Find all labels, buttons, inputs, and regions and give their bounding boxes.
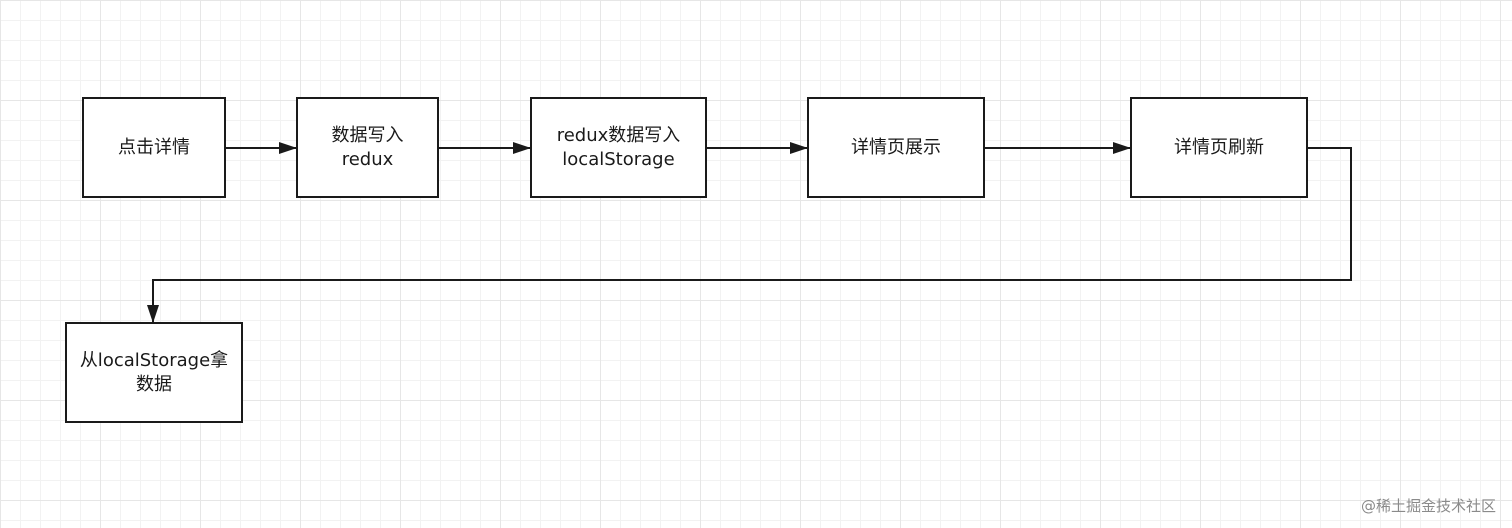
node-label: 数据写入 redux — [331, 124, 404, 170]
node-detail-refresh[interactable]: 详情页刷新 — [1130, 97, 1308, 198]
node-label: 从localStorage拿 数据 — [79, 349, 229, 395]
node-redux-to-localstorage[interactable]: redux数据写入 localStorage — [530, 97, 707, 198]
node-write-redux[interactable]: 数据写入 redux — [296, 97, 439, 198]
node-label: 详情页刷新 — [1174, 136, 1264, 158]
node-read-localstorage[interactable]: 从localStorage拿 数据 — [65, 322, 243, 423]
watermark-text: @稀土掘金技术社区 — [1360, 497, 1496, 515]
node-label: 点击详情 — [118, 136, 190, 158]
node-label: redux数据写入 localStorage — [556, 124, 681, 170]
node-click-detail[interactable]: 点击详情 — [82, 97, 226, 198]
edge-detail-refresh-to-read-storage — [147, 147, 1352, 323]
node-label: 详情页展示 — [851, 136, 941, 158]
node-detail-show[interactable]: 详情页展示 — [807, 97, 985, 198]
